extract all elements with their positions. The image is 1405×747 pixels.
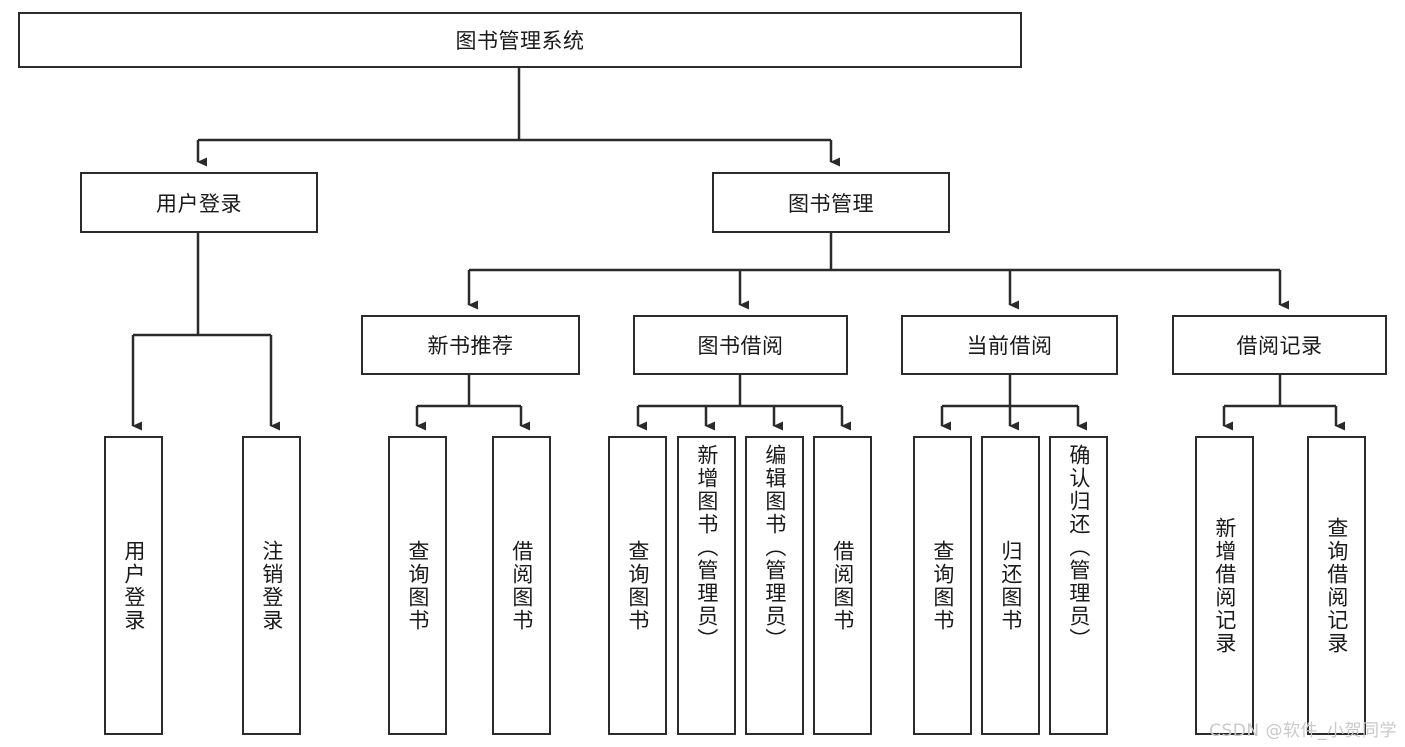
node-leaf-return-book[interactable]: 归还图书 <box>981 436 1040 735</box>
node-new-book-recommend-label: 新书推荐 <box>427 334 514 358</box>
node-current-borrow[interactable]: 当前借阅 <box>901 315 1118 375</box>
node-leaf-confirm-return[interactable]: 确认归还（管理员） <box>1049 436 1108 735</box>
node-leaf-borrow-book-2[interactable]: 借阅图书 <box>813 436 872 735</box>
node-root-label: 图书管理系统 <box>455 29 585 53</box>
node-leaf-logout-label: 注销登录 <box>259 539 284 632</box>
node-leaf-query-book-1[interactable]: 查询图书 <box>388 436 447 735</box>
csdn-watermark: CSDN @软件_小贺同学 <box>1209 721 1397 741</box>
node-leaf-add-record-label: 新增借阅记录 <box>1212 516 1237 655</box>
node-leaf-add-book-label: 新增图书（管理员） <box>694 444 719 651</box>
node-leaf-user-login[interactable]: 用户登录 <box>104 436 163 735</box>
node-leaf-return-book-label: 归还图书 <box>998 539 1023 632</box>
node-leaf-query-record[interactable]: 查询借阅记录 <box>1307 436 1366 735</box>
node-leaf-edit-book-label: 编辑图书（管理员） <box>762 444 787 651</box>
node-book-manage-label: 图书管理 <box>788 191 874 216</box>
node-leaf-query-record-label: 查询借阅记录 <box>1324 516 1349 655</box>
node-user-login-label: 用户登录 <box>156 191 242 216</box>
node-leaf-borrow-book-2-label: 借阅图书 <box>830 539 855 632</box>
node-leaf-edit-book[interactable]: 编辑图书（管理员） <box>745 436 804 735</box>
node-book-borrow[interactable]: 图书借阅 <box>633 315 848 375</box>
node-leaf-user-login-label: 用户登录 <box>121 539 146 632</box>
node-current-borrow-label: 当前借阅 <box>966 334 1053 358</box>
node-borrow-record[interactable]: 借阅记录 <box>1172 315 1387 375</box>
node-new-book-recommend[interactable]: 新书推荐 <box>361 315 580 375</box>
node-leaf-query-book-2[interactable]: 查询图书 <box>608 436 667 735</box>
node-leaf-logout[interactable]: 注销登录 <box>242 436 301 735</box>
node-borrow-record-label: 借阅记录 <box>1236 334 1323 358</box>
node-leaf-confirm-return-label: 确认归还（管理员） <box>1066 444 1091 651</box>
node-leaf-add-book[interactable]: 新增图书（管理员） <box>677 436 736 735</box>
node-leaf-query-book-1-label: 查询图书 <box>405 539 430 632</box>
node-user-login[interactable]: 用户登录 <box>80 172 318 233</box>
node-leaf-query-book-2-label: 查询图书 <box>625 539 650 632</box>
node-leaf-query-book-3-label: 查询图书 <box>930 539 955 632</box>
node-leaf-add-record[interactable]: 新增借阅记录 <box>1195 436 1254 735</box>
node-book-borrow-label: 图书借阅 <box>697 334 784 358</box>
node-leaf-borrow-book-1[interactable]: 借阅图书 <box>492 436 551 735</box>
node-leaf-borrow-book-1-label: 借阅图书 <box>509 539 534 632</box>
node-book-manage[interactable]: 图书管理 <box>712 172 950 233</box>
node-root[interactable]: 图书管理系统 <box>18 12 1022 68</box>
node-leaf-query-book-3[interactable]: 查询图书 <box>913 436 972 735</box>
